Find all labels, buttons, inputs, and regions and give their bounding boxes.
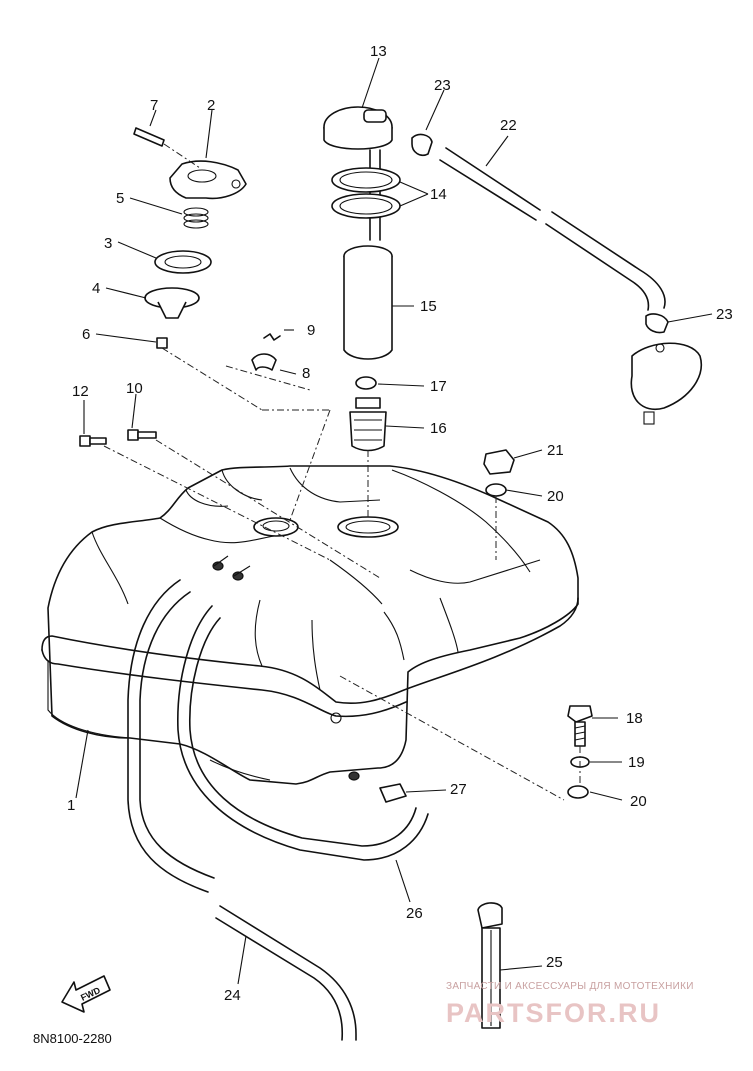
watermark-brand: PARTSFOR.RU [446, 998, 661, 1028]
label-part-22: 22 [500, 117, 517, 134]
fuel-cap [169, 160, 247, 200]
label-part-21: 21 [547, 442, 564, 459]
label-part-20b: 20 [630, 793, 647, 810]
bolt-18 [567, 705, 593, 747]
fuel-tank [41, 465, 579, 785]
filler-strainer [144, 287, 200, 319]
label-part-5: 5 [116, 190, 124, 207]
leader-lines [75, 57, 713, 985]
label-part-1: 1 [67, 797, 75, 814]
label-part-13: 13 [370, 43, 387, 60]
hose-24 [127, 579, 357, 1041]
label-part-3: 3 [104, 235, 112, 252]
nut [156, 337, 168, 349]
label-part-25: 25 [546, 954, 563, 971]
label-part-14: 14 [430, 186, 447, 203]
label-part-2: 2 [207, 97, 215, 114]
label-part-17: 17 [430, 378, 447, 395]
label-part-12: 12 [72, 383, 89, 400]
label-part-26: 26 [406, 905, 423, 922]
label-part-18: 18 [626, 710, 643, 727]
watermark-caption: ЗАПЧАСТИ И АКСЕССУАРЫ ДЛЯ МОТОТЕХНИКИ [446, 981, 694, 992]
gasket [154, 250, 212, 274]
washer-20b [567, 785, 589, 799]
label-part-6: 6 [82, 326, 90, 343]
label-part-10: 10 [126, 380, 143, 397]
label-part-16: 16 [430, 420, 447, 437]
pin [133, 127, 201, 169]
cap-nut-21 [483, 449, 515, 475]
label-part-8: 8 [302, 365, 310, 382]
drawing-code: 8N8100-2280 [33, 1031, 112, 1046]
bolt-12 [79, 435, 107, 447]
hose-clip-9 [263, 333, 281, 341]
label-part-4: 4 [92, 280, 100, 297]
fuel-pump-assembly [323, 106, 401, 452]
part-labels: 1 2 3 4 5 6 7 8 9 10 12 13 14 15 16 17 1… [67, 43, 733, 1004]
label-part-27: 27 [450, 781, 467, 798]
hose-26 [177, 605, 429, 861]
breather-hose [411, 133, 703, 425]
label-part-9: 9 [307, 322, 315, 339]
hose-clamp-8 [251, 353, 277, 371]
label-part-24: 24 [224, 987, 241, 1004]
washer-20a [485, 483, 507, 497]
label-part-23a: 23 [434, 77, 451, 94]
strap-25 [477, 902, 503, 1029]
spring [183, 207, 209, 229]
label-part-23b: 23 [716, 306, 733, 323]
label-part-15: 15 [420, 298, 437, 315]
fwd-arrow-icon: FWD [61, 975, 111, 1013]
watermark: ЗАПЧАСТИ И АКСЕССУАРЫ ДЛЯ МОТОТЕХНИКИ PA… [446, 981, 694, 1028]
label-part-7: 7 [150, 97, 158, 114]
center-lines [103, 347, 581, 801]
bolt-10 [127, 429, 157, 441]
label-part-19: 19 [628, 754, 645, 771]
label-part-20a: 20 [547, 488, 564, 505]
